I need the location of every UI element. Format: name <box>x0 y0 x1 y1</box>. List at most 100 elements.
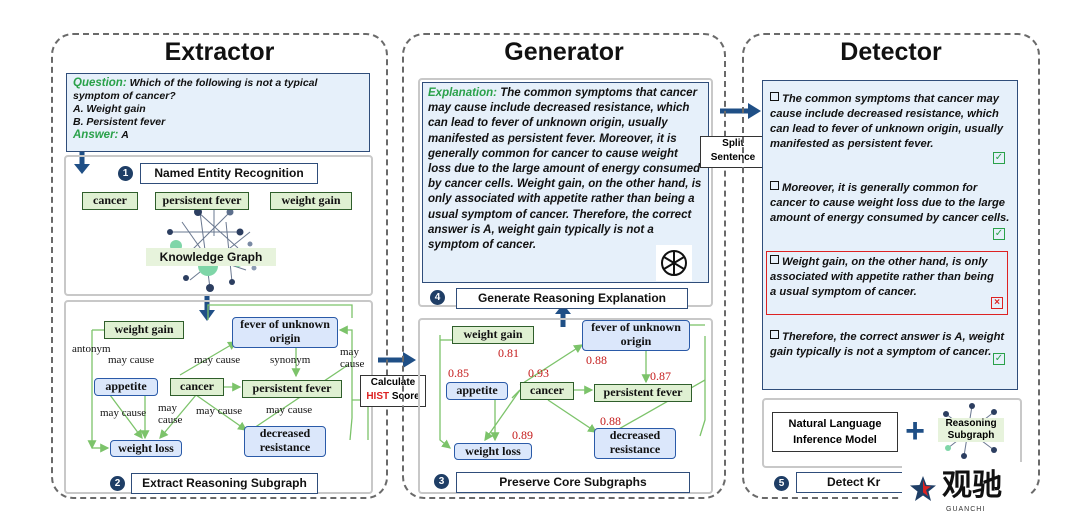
down-arrow-1-head <box>74 164 90 174</box>
generator-panel <box>402 33 726 499</box>
sentence-2-check-icon: ✓ <box>993 228 1005 240</box>
extractor-panel <box>51 33 388 499</box>
node-weight-loss: weight loss <box>110 440 182 457</box>
sentence-4: Therefore, the correct answer is A, weig… <box>770 330 1010 360</box>
split-line1: Split <box>722 138 744 149</box>
step-5-badge: 5 <box>774 476 789 491</box>
rs-line1: Reasoning <box>945 418 997 429</box>
step-1-label: Named Entity Recognition <box>140 163 318 184</box>
core-node-fever-text: fever of unknown origin <box>591 320 681 348</box>
explanation-text: The common symptoms that cancer may caus… <box>428 87 702 252</box>
edge-label-synonym: synonym <box>270 354 311 366</box>
node-cancer: cancer <box>170 378 224 396</box>
sentence-2-text: Moreover, it is generally common for can… <box>770 182 1010 224</box>
node-decreased-resistance: decreased resistance <box>244 426 326 457</box>
core-node-persistent-fever: persistent fever <box>594 384 692 402</box>
sentence-3: Weight gain, on the other hand, is only … <box>770 255 1002 300</box>
question-box: Question: Which of the following is not … <box>66 73 370 152</box>
plus-icon: + <box>905 412 925 450</box>
extract-subgraph-edges <box>87 304 369 453</box>
extractor-title: Extractor <box>164 38 275 66</box>
sentence-1-text: The common symptoms that cancer may caus… <box>770 93 1004 150</box>
score-088b: 0.88 <box>600 414 621 428</box>
answer-value: A <box>121 129 129 141</box>
sentence-1-check-icon: ✓ <box>993 152 1005 164</box>
node-fever-text: fever of unknown origin <box>240 317 330 345</box>
sentence-4-check-icon: ✓ <box>993 353 1005 365</box>
node-fever-unknown-origin: fever of unknown origin <box>232 317 338 348</box>
right-arrow-calc-head <box>403 352 416 368</box>
node-decreased-text: decreased resistance <box>259 426 311 454</box>
sentences-box <box>762 80 1018 390</box>
score-087: 0.87 <box>650 369 671 383</box>
explanation-label: Explanation: <box>428 87 498 99</box>
nli-line2: Inference Model <box>793 434 877 446</box>
node-appetite: appetite <box>94 378 158 396</box>
watermark: 观驰 GUANCHI <box>902 462 1030 522</box>
preserve-section <box>418 318 713 494</box>
edge-label-may-cause-1: may cause <box>108 354 155 366</box>
core-node-cancer: cancer <box>520 382 574 400</box>
core-node-weight-loss: weight loss <box>454 443 532 460</box>
step-2-label: Extract Reasoning Subgraph <box>131 473 318 494</box>
calculate-label: Calculate <box>370 377 416 388</box>
score-088a: 0.88 <box>586 353 607 367</box>
hist-label: HIST <box>366 391 390 402</box>
score-label: Score <box>389 391 420 402</box>
score-085: 0.85 <box>448 366 469 380</box>
sentence-2: Moreover, it is generally common for can… <box>770 181 1010 226</box>
edge-label-antonym: antonym <box>72 343 111 355</box>
core-node-weight-gain: weight gain <box>452 326 534 344</box>
score-093: 0.93 <box>528 366 549 380</box>
entity-weight-gain: weight gain <box>270 192 352 210</box>
core-node-decreased-text: decreased resistance <box>609 428 661 456</box>
edge-label-may-cause-4: may cause <box>100 407 147 419</box>
step-4-label: Generate Reasoning Explanation <box>456 288 688 309</box>
up-arrow-gen-head <box>555 304 571 314</box>
generator-title: Generator <box>504 38 624 66</box>
watermark-brand: 观驰 <box>942 469 1002 502</box>
edge-label-may-cause-5: may cause <box>158 402 183 426</box>
watermark-sub: GUANCHI <box>946 506 986 513</box>
sentence-4-text: Therefore, the correct answer is A, weig… <box>770 331 1005 358</box>
core-node-appetite: appetite <box>446 382 508 400</box>
entity-persistent-fever: persistent fever <box>155 192 249 210</box>
sentence-3-cross-icon: × <box>991 297 1003 309</box>
step-1-badge: 1 <box>118 166 133 181</box>
answer-label: Answer: <box>73 129 119 141</box>
step-3-label: Preserve Core Subgraphs <box>456 472 690 493</box>
question-text: Which of the following is not a typical … <box>73 77 318 102</box>
question-label: Question: <box>73 77 127 89</box>
knowledge-graph-label: Knowledge Graph <box>146 248 276 266</box>
nli-line1: Natural Language <box>788 418 882 430</box>
edge-label-may-cause-7: may cause <box>266 404 313 416</box>
rs-line2: Subgraph <box>947 430 995 441</box>
node-weight-gain: weight gain <box>104 321 184 339</box>
entity-cancer: cancer <box>82 192 138 210</box>
edge-label-may-cause-3: may cause <box>340 346 365 370</box>
split-line2: Sentence <box>710 152 756 163</box>
core-node-decreased: decreased resistance <box>594 428 676 459</box>
detector-bottom-section <box>762 398 1022 468</box>
core-node-fever: fever of unknown origin <box>582 320 690 351</box>
step-4-badge: 4 <box>430 290 445 305</box>
node-persistent-fever: persistent fever <box>242 380 342 398</box>
calculate-hist-box: Calculate HIST Score <box>360 375 426 407</box>
detector-title: Detector <box>840 38 942 66</box>
nli-model-box: Natural Language Inference Model <box>772 412 898 452</box>
hallucination-highlight <box>766 251 1008 315</box>
option-a: A. Weight gain <box>73 103 146 115</box>
split-sentence-box: Split Sentence <box>700 136 766 168</box>
edge-label-may-cause-2: may cause <box>194 354 241 366</box>
preserve-subgraph-edges <box>439 324 706 449</box>
sentence-3-text: Weight gain, on the other hand, is only … <box>770 256 994 298</box>
sentence-1: The common symptoms that cancer may caus… <box>770 92 1010 152</box>
down-arrow-2-head <box>199 310 215 321</box>
chatgpt-logo-icon <box>656 245 692 281</box>
score-081: 0.81 <box>498 346 519 360</box>
score-089: 0.89 <box>512 428 533 442</box>
step-3-badge: 3 <box>434 474 449 489</box>
reasoning-subgraph-label: Reasoning Subgraph <box>938 418 1004 442</box>
ner-section <box>64 155 373 296</box>
